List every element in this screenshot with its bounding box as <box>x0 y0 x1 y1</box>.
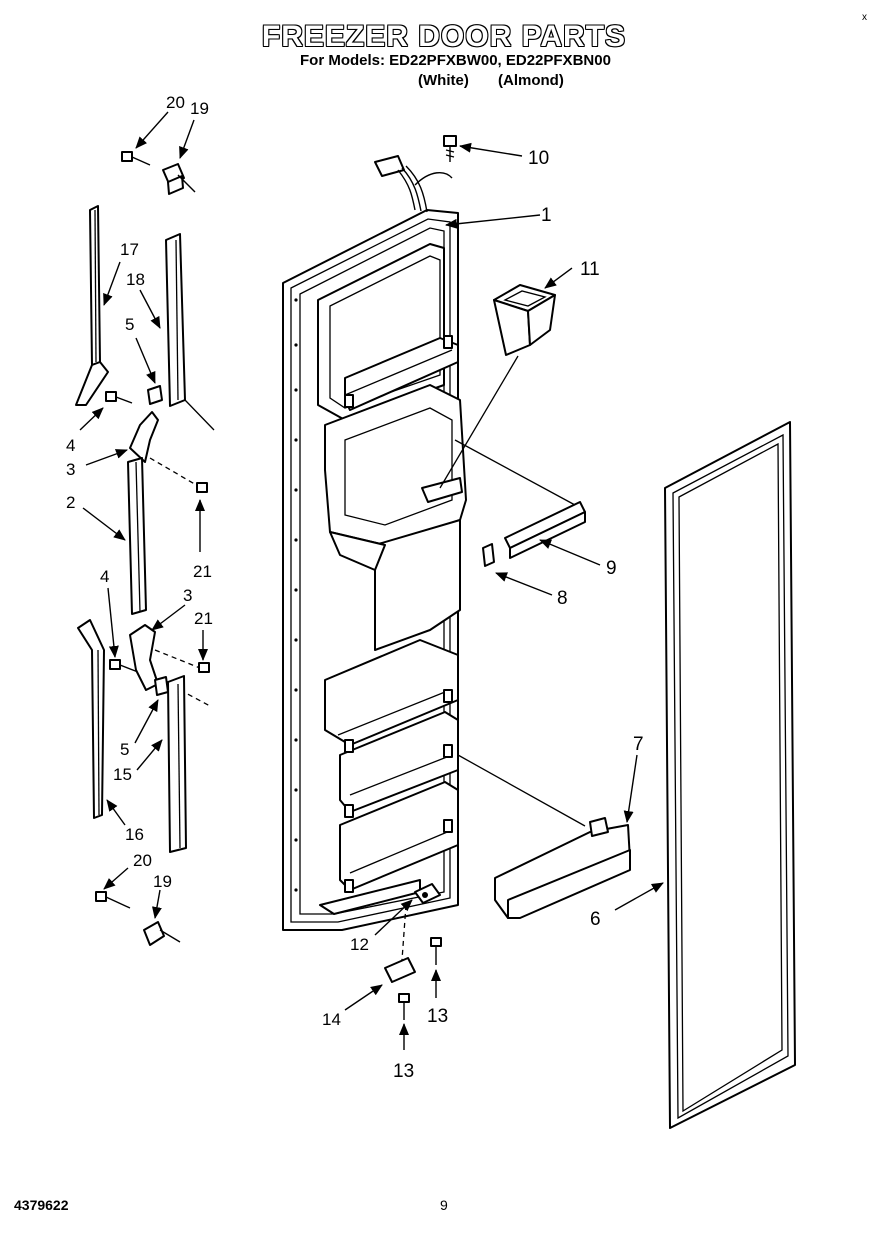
corner-mark: x <box>862 12 867 23</box>
small-tab-drawing <box>482 543 495 567</box>
callout-12: 12 <box>350 935 369 954</box>
models-line: For Models: ED22PFXBW00, ED22PFXBN00 <box>300 52 611 69</box>
document-number: 4379622 <box>14 1197 69 1213</box>
wire-harness-drawing <box>374 155 453 213</box>
ice-chute-drawing <box>439 284 556 489</box>
callout-2: 2 <box>66 493 75 512</box>
shelf-rail-drawing <box>454 439 586 559</box>
lower-handle-assembly-drawing <box>77 619 211 946</box>
callout-5b: 5 <box>120 740 129 759</box>
callout-11: 11 <box>580 259 600 280</box>
callout-19a: 19 <box>190 99 209 118</box>
callout-13a: 13 <box>427 1006 448 1027</box>
hinge-parts-drawing <box>384 883 442 1020</box>
callout-21a: 21 <box>193 562 212 581</box>
variant-white-label: (White) <box>418 72 469 89</box>
upper-handle-assembly-drawing <box>75 151 215 615</box>
bottom-bin-drawing <box>457 754 631 919</box>
callout-21b: 21 <box>194 609 213 628</box>
callout-6: 6 <box>590 909 601 930</box>
callout-15: 15 <box>113 765 132 784</box>
callout-7: 7 <box>633 734 644 755</box>
callout-4b: 4 <box>100 567 109 586</box>
door-gasket-drawing <box>664 421 796 1129</box>
callout-3a: 3 <box>66 460 75 479</box>
callout-labels: 1 10 11 9 8 7 6 12 14 13 13 20 19 17 18 … <box>66 93 644 1082</box>
door-assembly-drawing <box>282 209 467 931</box>
callout-1: 1 <box>541 205 552 226</box>
page-number: 9 <box>440 1197 448 1213</box>
callout-9: 9 <box>606 558 617 579</box>
callout-20b: 20 <box>133 851 152 870</box>
page-title: FREEZER DOOR PARTS <box>261 20 627 53</box>
callout-10: 10 <box>528 148 549 169</box>
callout-14: 14 <box>322 1010 341 1029</box>
callout-4a: 4 <box>66 436 75 455</box>
variant-almond-label: (Almond) <box>498 72 564 89</box>
callout-5a: 5 <box>125 315 134 334</box>
callout-20a: 20 <box>166 93 185 112</box>
leader-lines <box>79 111 664 1050</box>
callout-18: 18 <box>126 270 145 289</box>
callout-17: 17 <box>120 240 139 259</box>
callout-16: 16 <box>125 825 144 844</box>
callout-8: 8 <box>557 588 568 609</box>
screw-10-drawing <box>443 135 457 162</box>
callout-19b: 19 <box>153 872 172 891</box>
callout-3b: 3 <box>183 586 192 605</box>
callout-13b: 13 <box>393 1061 414 1082</box>
